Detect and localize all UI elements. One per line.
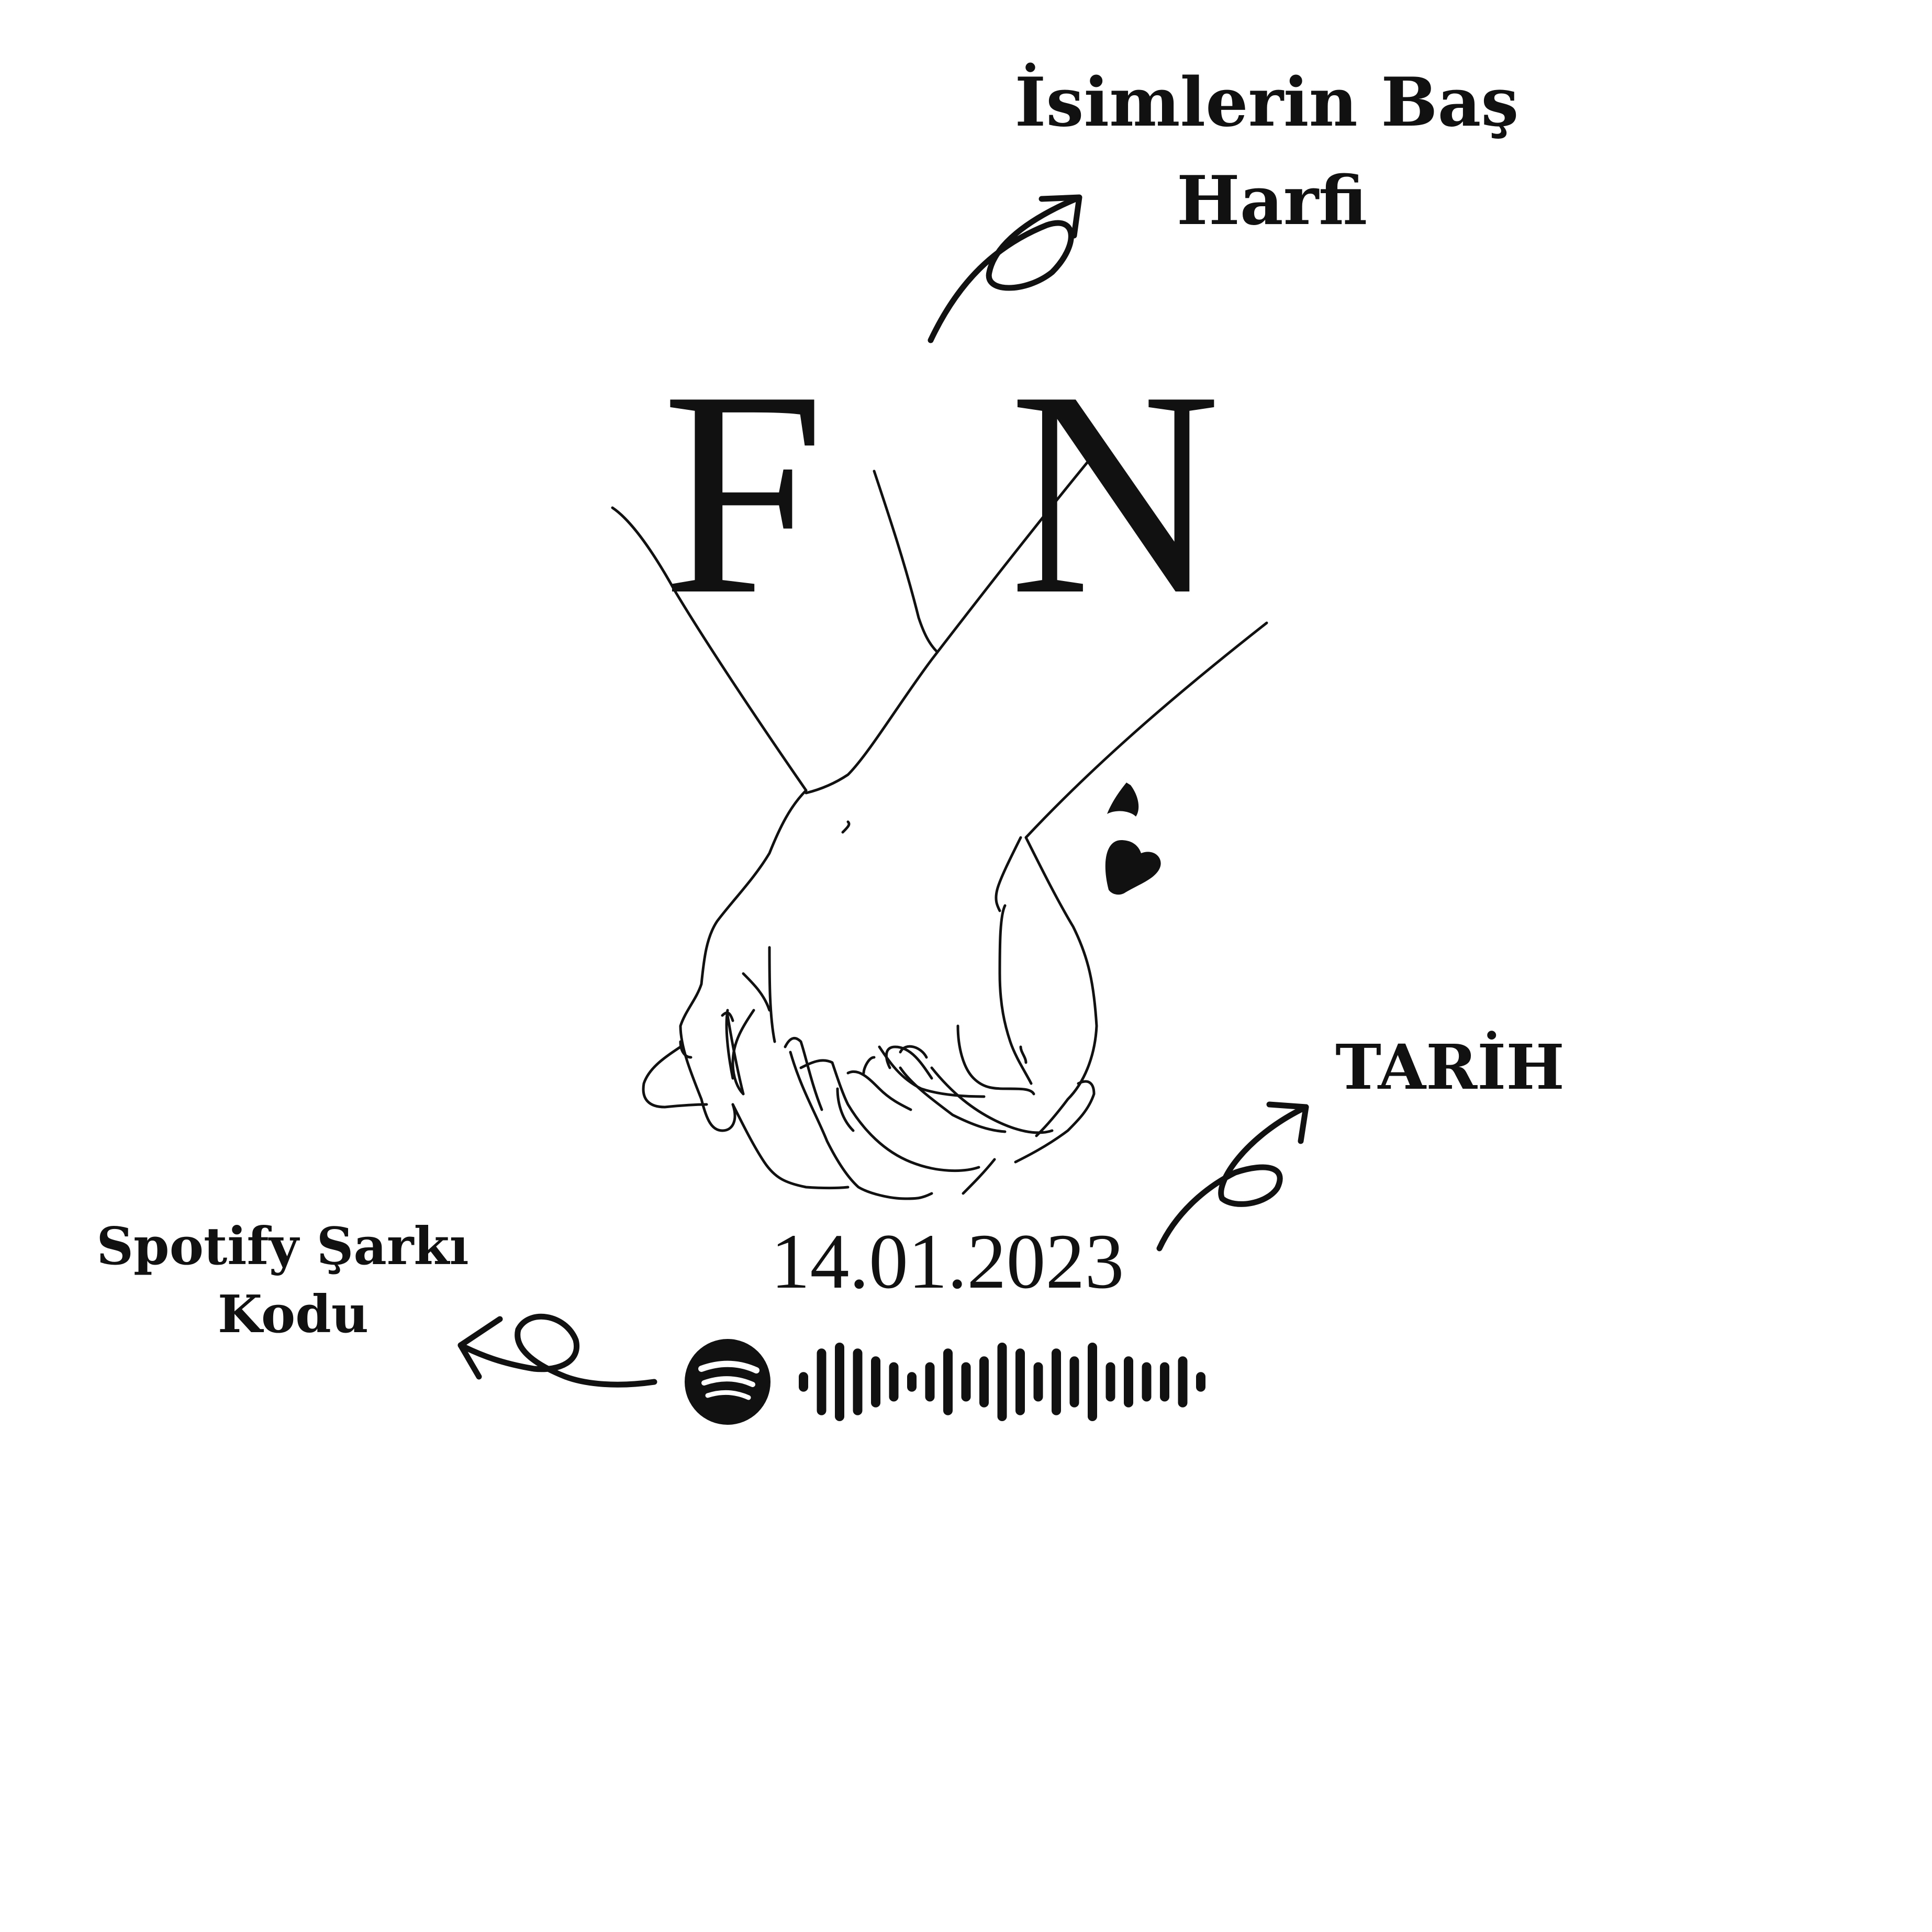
heart-icon <box>1105 783 1161 895</box>
spotify-arrow-icon <box>457 1313 657 1388</box>
spotify-code-bar <box>1178 1356 1188 1408</box>
initials-arrow-icon <box>928 194 1082 343</box>
spotify-code-bar <box>1015 1348 1025 1415</box>
spotify-code-bar <box>1196 1372 1205 1392</box>
date-text: 14.01.2023 <box>771 1218 1124 1305</box>
spotify-code-bar <box>979 1356 989 1408</box>
spotify-code-bar <box>925 1362 935 1402</box>
spotify-code-bar <box>889 1362 899 1402</box>
spotify-code-bar <box>799 1372 808 1392</box>
spotify-code-bar <box>1160 1362 1169 1402</box>
spotify-annotation-line1: Spotify Şarkı <box>96 1216 468 1277</box>
spotify-code-bar <box>1088 1343 1097 1421</box>
spotify-code-bar <box>1033 1362 1043 1402</box>
spotify-code-bar <box>907 1372 917 1392</box>
initials-annotation-line1: İsimlerin Baş <box>1015 63 1519 142</box>
spotify-code-bar <box>817 1348 827 1415</box>
date-arrow-icon <box>1156 1101 1309 1252</box>
spotify-code-bar <box>1069 1356 1079 1408</box>
spotify-code-bar <box>1142 1362 1152 1402</box>
spotify-logo-icon <box>685 1339 770 1425</box>
spotify-code-bar <box>871 1356 880 1408</box>
spotify-code-bar <box>961 1362 971 1402</box>
spotify-code-bar <box>1052 1348 1061 1415</box>
spotify-code-bar <box>943 1348 953 1415</box>
spotify-code-bar <box>1105 1362 1115 1402</box>
spotify-annotation-line2: Kodu <box>218 1285 368 1345</box>
spotify-code-bars <box>799 1343 1205 1421</box>
spotify-code-bar <box>997 1343 1007 1421</box>
spotify-code-bar <box>835 1343 844 1421</box>
initial-right: N <box>1009 331 1221 655</box>
initials-annotation-line2: Harfi <box>1177 162 1367 240</box>
initial-left: F <box>662 331 824 655</box>
spotify-code-bar <box>853 1348 863 1415</box>
holding-hands-illustration <box>611 459 1268 1200</box>
spotify-code-bar <box>1124 1356 1133 1408</box>
date-annotation: TARİH <box>1335 1031 1565 1103</box>
